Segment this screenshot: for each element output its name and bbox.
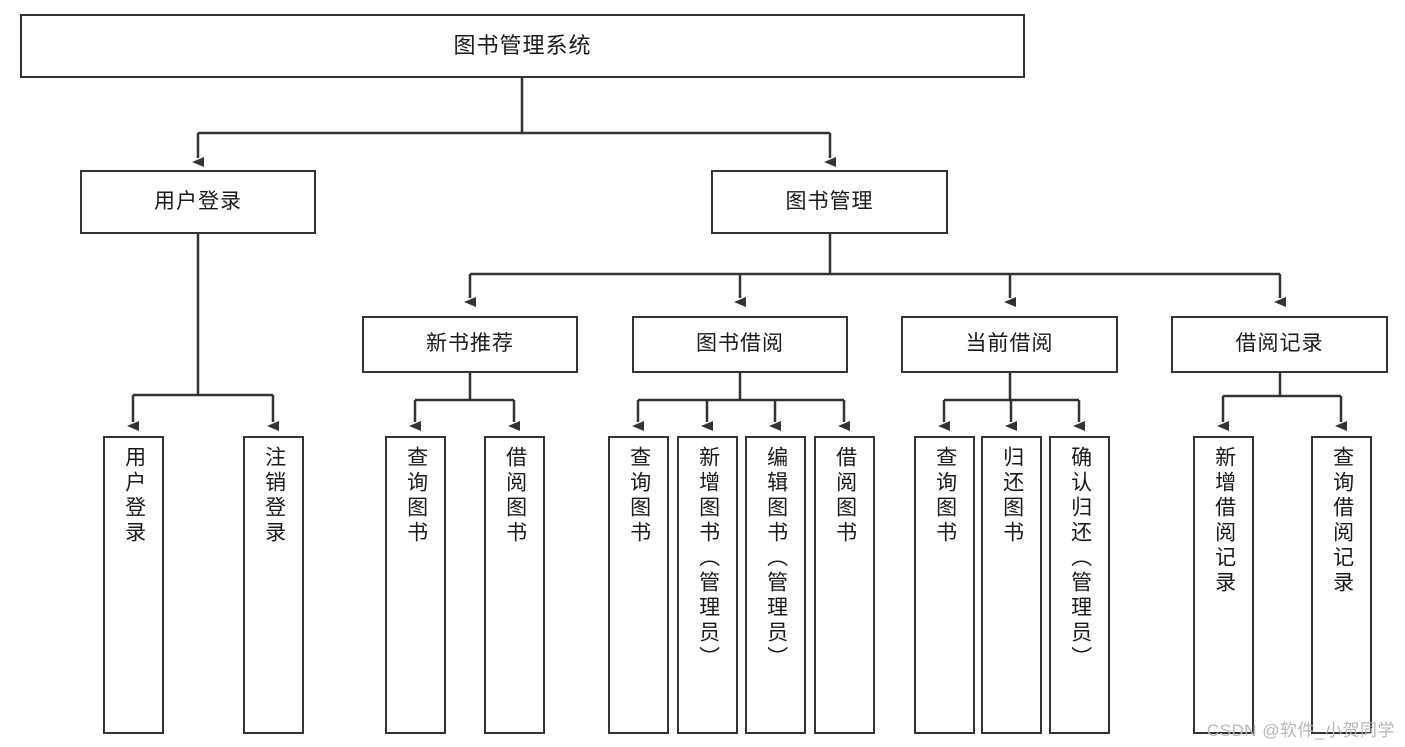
leaf-record-query-record[interactable]: 查询借阅记录 [1311,436,1372,734]
node-borrow-record[interactable]: 借阅记录 [1171,316,1388,373]
leaf-current-confirm-return-admin[interactable]: 确认归还（管理员） [1049,436,1110,734]
node-label: 查询图书 [404,446,428,546]
node-label: 查询借阅记录 [1330,446,1354,596]
node-label: 借阅记录 [1235,332,1324,356]
node-label: 查询图书 [933,446,957,546]
node-label: 图书管理 [785,189,874,213]
leaf-user-login-logout[interactable]: 注销登录 [243,436,304,734]
leaf-user-login-login[interactable]: 用户登录 [103,436,164,734]
node-book-borrow[interactable]: 图书借阅 [632,316,848,373]
leaf-borrow-edit-book-admin[interactable]: 编辑图书（管理员） [745,436,806,734]
watermark-text: CSDN @软件_小贺同学 [1206,721,1395,740]
node-label: 用户登录 [154,189,242,213]
node-label: 编辑图书（管理员） [764,446,788,671]
node-label: 归还图书 [1000,446,1024,546]
leaf-recommend-borrow-book[interactable]: 借阅图书 [484,436,545,734]
node-book-management[interactable]: 图书管理 [711,170,948,234]
node-label: 新增借阅记录 [1212,446,1236,596]
node-label: 注销登录 [262,446,286,546]
node-label: 借阅图书 [833,446,857,546]
node-label: 借阅图书 [503,446,527,546]
node-label: 图书管理系统 [453,33,592,59]
leaf-current-query-book[interactable]: 查询图书 [914,436,975,734]
leaf-recommend-query-book[interactable]: 查询图书 [385,436,446,734]
node-label: 新增图书（管理员） [696,446,720,671]
node-label: 当前借阅 [965,332,1054,356]
node-label: 用户登录 [122,446,146,546]
node-label: 确认归还（管理员） [1068,446,1092,671]
node-new-book-recommend[interactable]: 新书推荐 [362,316,578,373]
leaf-borrow-borrow-book[interactable]: 借阅图书 [814,436,875,734]
node-label: 图书借阅 [696,332,784,356]
node-user-login[interactable]: 用户登录 [80,170,316,234]
leaf-record-add-record[interactable]: 新增借阅记录 [1193,436,1254,734]
leaf-borrow-query-book[interactable]: 查询图书 [608,436,669,734]
leaf-borrow-add-book-admin[interactable]: 新增图书（管理员） [677,436,738,734]
node-root-system[interactable]: 图书管理系统 [20,14,1025,78]
leaf-current-return-book[interactable]: 归还图书 [981,436,1042,734]
node-current-borrow[interactable]: 当前借阅 [901,316,1118,373]
node-label: 新书推荐 [426,332,514,356]
node-label: 查询图书 [627,446,651,546]
